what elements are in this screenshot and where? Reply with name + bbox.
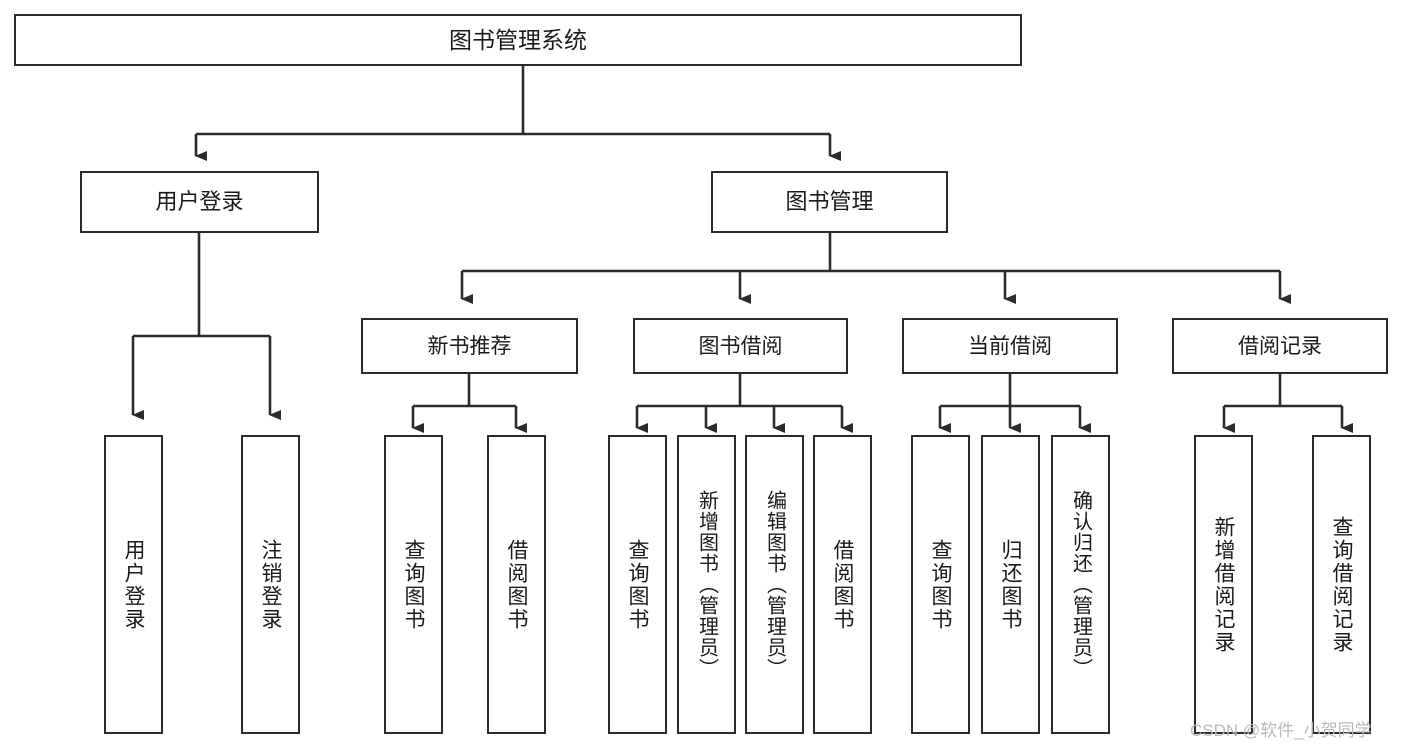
leaf-query-borrow-record[interactable]: 查询借阅记录 [1312,435,1371,734]
leaf-logout[interactable]: 注销登录 [241,435,300,734]
node-label: 用户登录 [122,538,145,631]
node-label: 图书借阅 [698,334,783,358]
leaf-confirm-return-admin[interactable]: 确认归还（管理员） [1051,435,1110,734]
node-root-book-management-system[interactable]: 图书管理系统 [14,14,1022,66]
leaf-query-book-borrow[interactable]: 查询图书 [608,435,667,734]
node-label: 新增图书（管理员） [695,490,718,679]
leaf-query-book-recommend[interactable]: 查询图书 [384,435,443,734]
node-book-management[interactable]: 图书管理 [711,171,948,233]
node-borrow-record[interactable]: 借阅记录 [1172,318,1388,374]
csdn-watermark: CSDN @软件_小贺同学 [1190,721,1372,740]
node-label: 查询图书 [929,538,952,631]
leaf-user-login[interactable]: 用户登录 [104,435,163,734]
node-label: 图书管理系统 [449,26,587,53]
node-label: 查询借阅记录 [1330,515,1353,654]
node-label: 查询图书 [402,538,425,631]
node-label: 新增借阅记录 [1212,515,1235,654]
node-book-borrow[interactable]: 图书借阅 [633,318,848,374]
node-label: 归还图书 [999,538,1022,631]
node-label: 借阅记录 [1238,334,1322,358]
node-label: 查询图书 [626,538,649,631]
node-label: 编辑图书（管理员） [763,490,786,679]
node-label: 借阅图书 [505,538,528,631]
node-label: 用户登录 [155,189,244,214]
leaf-add-borrow-record[interactable]: 新增借阅记录 [1194,435,1253,734]
node-label: 注销登录 [259,538,282,631]
node-label: 确认归还（管理员） [1069,490,1092,679]
leaf-edit-book-admin[interactable]: 编辑图书（管理员） [745,435,804,734]
leaf-borrow-book[interactable]: 借阅图书 [813,435,872,734]
node-label: 当前借阅 [968,334,1052,358]
leaf-query-book-current[interactable]: 查询图书 [911,435,970,734]
leaf-return-book[interactable]: 归还图书 [981,435,1040,734]
leaf-borrow-book-recommend[interactable]: 借阅图书 [487,435,546,734]
node-current-borrow[interactable]: 当前借阅 [902,318,1118,374]
leaf-add-book-admin[interactable]: 新增图书（管理员） [677,435,736,734]
node-label: 新书推荐 [427,334,512,358]
node-label: 借阅图书 [831,538,854,631]
node-label: 图书管理 [785,189,874,214]
node-new-book-recommend[interactable]: 新书推荐 [361,318,578,374]
node-user-login[interactable]: 用户登录 [80,171,319,233]
